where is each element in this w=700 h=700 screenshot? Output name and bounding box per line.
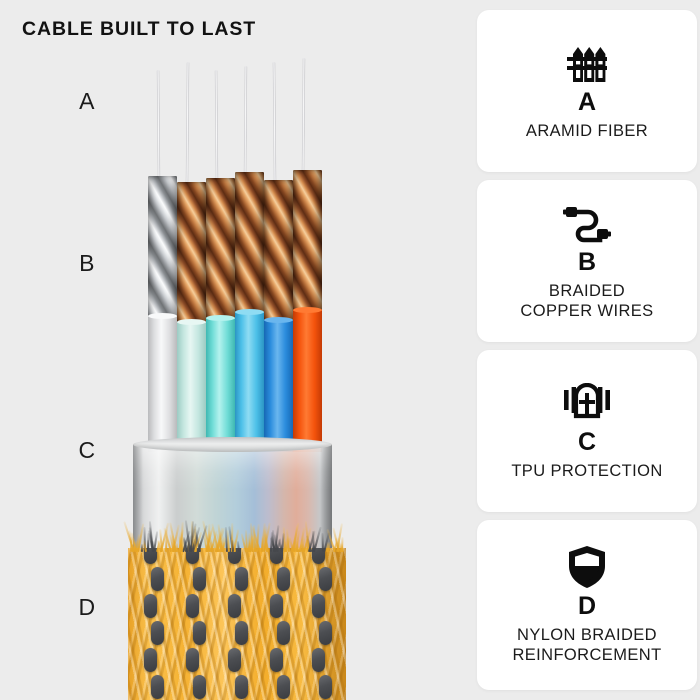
aramid-fiber-strand <box>244 66 248 174</box>
insulated-wire-jacket <box>148 316 177 452</box>
jacket-body <box>148 316 177 452</box>
nylon-weave-knot <box>151 621 164 645</box>
insulated-wire-jacket <box>264 320 293 452</box>
nylon-fray-fiber <box>147 540 149 552</box>
feature-card-letter: A <box>578 90 596 115</box>
nylon-weave-knot <box>186 594 199 618</box>
nylon-weave-knot <box>228 594 241 618</box>
nylon-weave-knot <box>277 567 290 591</box>
aramid-fiber-strand <box>185 62 189 184</box>
jacket-top-cap <box>177 319 206 325</box>
feature-card-text: ARAMID FIBER <box>520 122 654 142</box>
wire-braid-texture <box>264 180 293 324</box>
nylon-weave-knot <box>277 621 290 645</box>
feature-card-list: A ARAMID FIBER B BRAIDED COPPER WIRES <box>477 0 700 700</box>
jacket-top-cap <box>206 315 235 321</box>
braided-wire-strand <box>235 172 264 316</box>
aramid-fiber-strand <box>272 62 276 182</box>
insulated-wire-jacket <box>293 310 322 452</box>
feature-card-tpu-protection[interactable]: C TPU PROTECTION <box>477 350 697 512</box>
nylon-fray-fiber <box>236 541 239 552</box>
jacket-top-cap <box>293 307 322 313</box>
nylon-weave-knot <box>193 567 206 591</box>
braided-wire-strand <box>177 182 206 326</box>
jacket-body <box>235 312 264 452</box>
braided-wire-strand <box>148 176 177 320</box>
nylon-weave-knot <box>270 594 283 618</box>
feature-card-letter: D <box>578 594 596 619</box>
fence-icon <box>565 40 609 86</box>
feature-card-text: BRAIDED COPPER WIRES <box>514 282 659 322</box>
aramid-fiber-strand <box>157 70 161 178</box>
nylon-weave-knot <box>235 567 248 591</box>
nylon-weave-knot <box>151 675 164 699</box>
insulated-wire-jacket <box>235 312 264 452</box>
nylon-fray-fiber <box>231 540 234 552</box>
nylon-weave-knot <box>228 648 241 672</box>
nylon-weave-knot <box>235 621 248 645</box>
nylon-weave-knot <box>235 675 248 699</box>
nylon-weave-knot <box>151 567 164 591</box>
nylon-weave-knot <box>319 567 332 591</box>
nylon-weave-knot <box>186 648 199 672</box>
feature-card-text: TPU PROTECTION <box>505 462 668 482</box>
feature-card-braided-copper-wires[interactable]: B BRAIDED COPPER WIRES <box>477 180 697 342</box>
braided-wire-strand <box>206 178 235 322</box>
braided-wire-strand <box>264 180 293 324</box>
nylon-weave-knot <box>319 675 332 699</box>
nylon-weave-knot <box>312 594 325 618</box>
cable-connector-icon <box>562 200 612 246</box>
jacket-body <box>293 310 322 452</box>
insulated-wire-jacket <box>177 322 206 452</box>
nylon-braided-jacket <box>128 548 346 700</box>
feature-card-letter: B <box>578 250 596 275</box>
insulated-wire-jacket <box>206 318 235 452</box>
nylon-weave-knot <box>312 648 325 672</box>
nylon-weave-knot <box>144 594 157 618</box>
jacket-top-cap <box>148 313 177 319</box>
aramid-fiber-strand <box>302 58 306 172</box>
nylon-weave-knot <box>193 621 206 645</box>
jacket-body <box>206 318 235 452</box>
tpu-top-rim <box>133 437 332 452</box>
feature-card-aramid-fiber[interactable]: A ARAMID FIBER <box>477 10 697 172</box>
wire-braid-texture <box>293 170 322 314</box>
cable-cutaway-illustration <box>0 0 470 700</box>
nylon-fray-fiber <box>187 544 189 552</box>
nylon-fray-fiber <box>141 544 143 552</box>
feature-card-text: NYLON BRAIDED REINFORCEMENT <box>506 626 667 666</box>
nylon-weave-knot <box>193 675 206 699</box>
wire-braid-texture <box>235 172 264 316</box>
nylon-weave-knot <box>277 675 290 699</box>
armored-arch-icon <box>563 380 611 426</box>
wire-braid-texture <box>206 178 235 322</box>
jacket-body <box>264 320 293 452</box>
feature-card-letter: C <box>578 430 596 455</box>
feature-card-nylon-braided-reinforcement[interactable]: D NYLON BRAIDED REINFORCEMENT <box>477 520 697 690</box>
nylon-weave-knot <box>144 648 157 672</box>
braided-wire-strand <box>293 170 322 314</box>
nylon-weave-knot <box>319 621 332 645</box>
jacket-body <box>177 322 206 452</box>
jacket-top-cap <box>264 317 293 323</box>
nylon-weave-texture <box>128 548 346 700</box>
wire-braid-texture <box>148 176 177 320</box>
jacket-top-cap <box>235 309 264 315</box>
nylon-weave-knot <box>270 648 283 672</box>
aramid-fiber-strand <box>215 70 219 180</box>
wire-braid-texture <box>177 182 206 326</box>
shield-icon <box>566 544 608 590</box>
